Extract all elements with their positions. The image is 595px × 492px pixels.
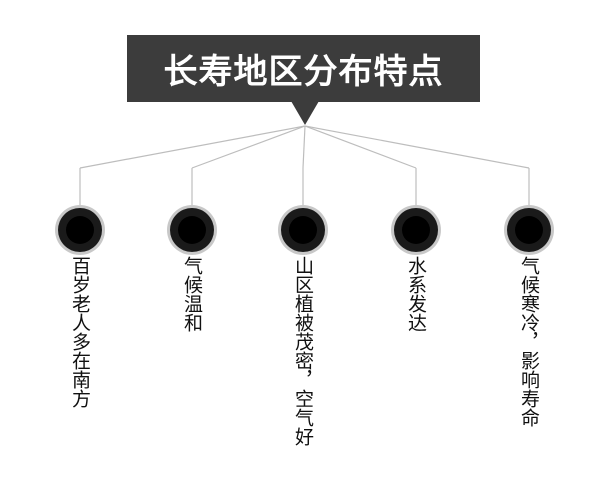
branch-node-3 — [281, 208, 325, 252]
connector-diagonal-4 — [304, 125, 417, 169]
branch-node-4 — [394, 208, 438, 252]
connector-diagonal-1 — [79, 125, 306, 169]
branch-label-4: 水系发达 — [405, 256, 427, 332]
branch-label-1: 百岁老人多在南方 — [69, 256, 91, 408]
branch-node-2 — [170, 208, 214, 252]
branch-node-5 — [507, 208, 551, 252]
title-pointer — [291, 101, 319, 125]
connector-diagonal-3 — [302, 125, 306, 169]
connector-diagonal-5 — [304, 125, 530, 169]
branch-label-2: 气候温和 — [181, 256, 203, 332]
branch-node-1 — [58, 208, 102, 252]
diagram-title: 长寿地区分布特点 — [163, 52, 444, 92]
branch-label-5: 气候寒冷，影响寿命 — [518, 256, 540, 427]
connector-diagonal-2 — [191, 125, 306, 169]
title-box: 长寿地区分布特点 — [127, 35, 480, 102]
branch-label-3: 山区植被茂密，空气好 — [292, 256, 314, 446]
